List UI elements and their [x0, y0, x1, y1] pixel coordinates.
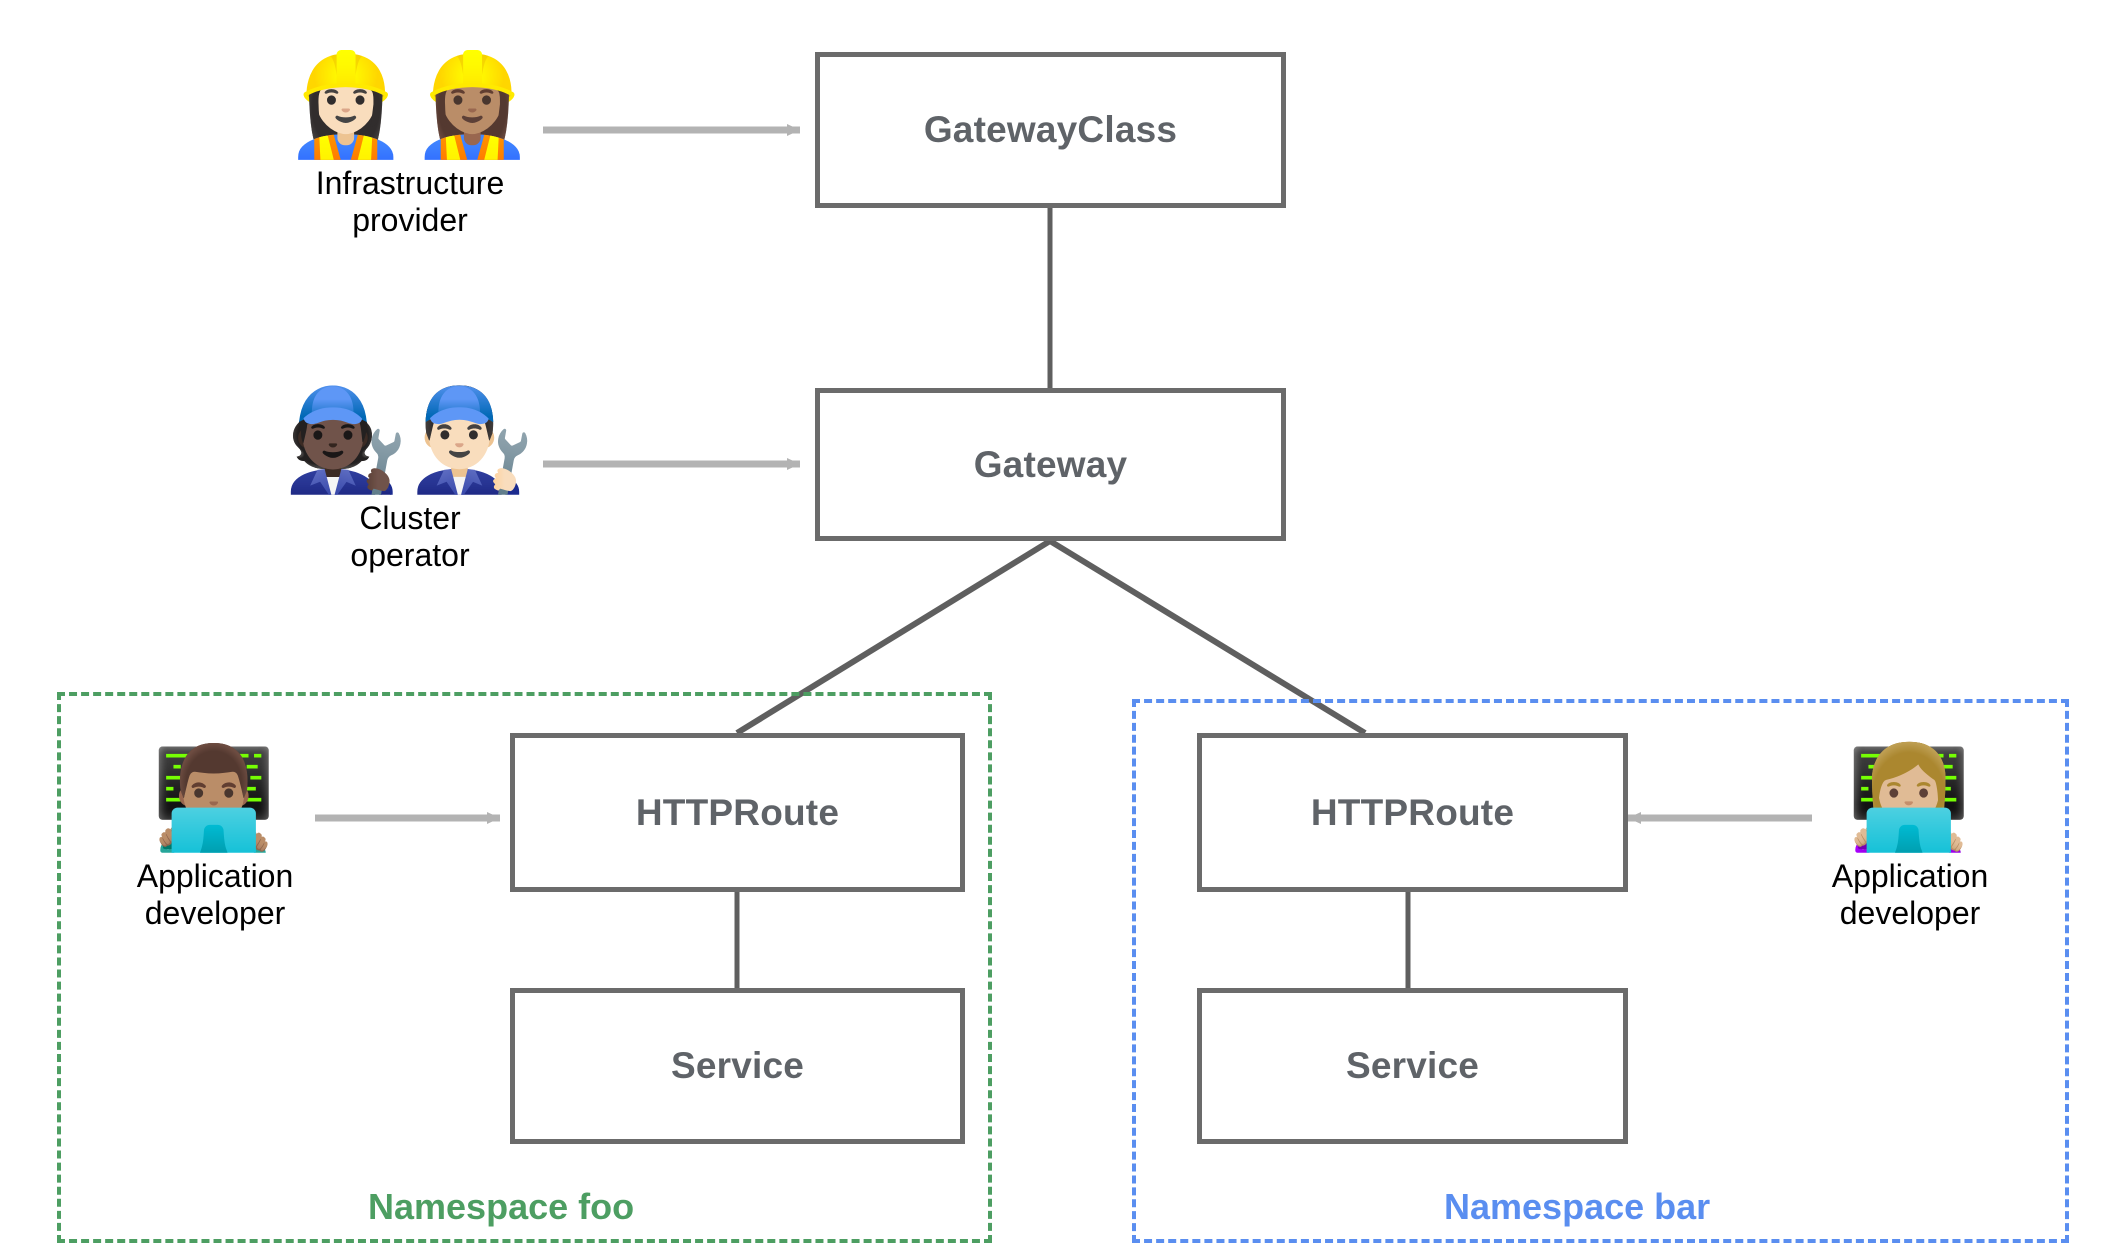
persona-application-developer-foo: 👨🏽‍💻 Application developer: [105, 748, 325, 932]
node-service-foo[interactable]: Service: [510, 988, 965, 1144]
node-httproute-foo-label: HTTPRoute: [635, 791, 840, 833]
namespace-foo-label: Namespace foo: [368, 1186, 635, 1227]
namespace-foo-container: [57, 692, 992, 1243]
persona-infrastructure-provider: 👷🏻‍♀️👷🏽‍♀️ Infrastructure provider: [270, 55, 550, 239]
node-httproute-bar[interactable]: HTTPRoute: [1197, 733, 1628, 892]
node-gatewayclass[interactable]: GatewayClass: [815, 52, 1286, 208]
node-service-bar[interactable]: Service: [1197, 988, 1628, 1144]
namespace-bar-container: [1132, 699, 2069, 1243]
persona-infrastructure-provider-label: Infrastructure provider: [315, 165, 505, 239]
persona-cluster-operator: 🧑🏿‍🔧👨🏻‍🔧 Cluster operator: [270, 390, 550, 574]
mechanic-icon-group: 🧑🏿‍🔧👨🏻‍🔧: [283, 381, 537, 498]
node-service-foo-label: Service: [670, 1045, 805, 1086]
node-gatewayclass-label: GatewayClass: [923, 109, 1178, 150]
persona-application-developer-foo-label: Application developer: [136, 858, 294, 932]
node-httproute-bar-label: HTTPRoute: [1310, 791, 1515, 833]
node-gateway[interactable]: Gateway: [815, 388, 1286, 541]
namespace-bar-label: Namespace bar: [1444, 1186, 1711, 1227]
persona-application-developer-bar: 👩🏼‍💻 Application developer: [1800, 748, 2020, 932]
construction-worker-icon-group: 👷🏻‍♀️👷🏽‍♀️: [283, 46, 537, 163]
persona-cluster-operator-label: Cluster operator: [350, 500, 470, 574]
technologist-man-icon: 👨🏽‍💻: [151, 739, 279, 856]
persona-application-developer-bar-label: Application developer: [1831, 858, 1989, 932]
technologist-woman-icon: 👩🏼‍💻: [1846, 739, 1974, 856]
node-service-bar-label: Service: [1345, 1045, 1480, 1086]
node-httproute-foo[interactable]: HTTPRoute: [510, 733, 965, 892]
node-gateway-label: Gateway: [973, 443, 1128, 485]
